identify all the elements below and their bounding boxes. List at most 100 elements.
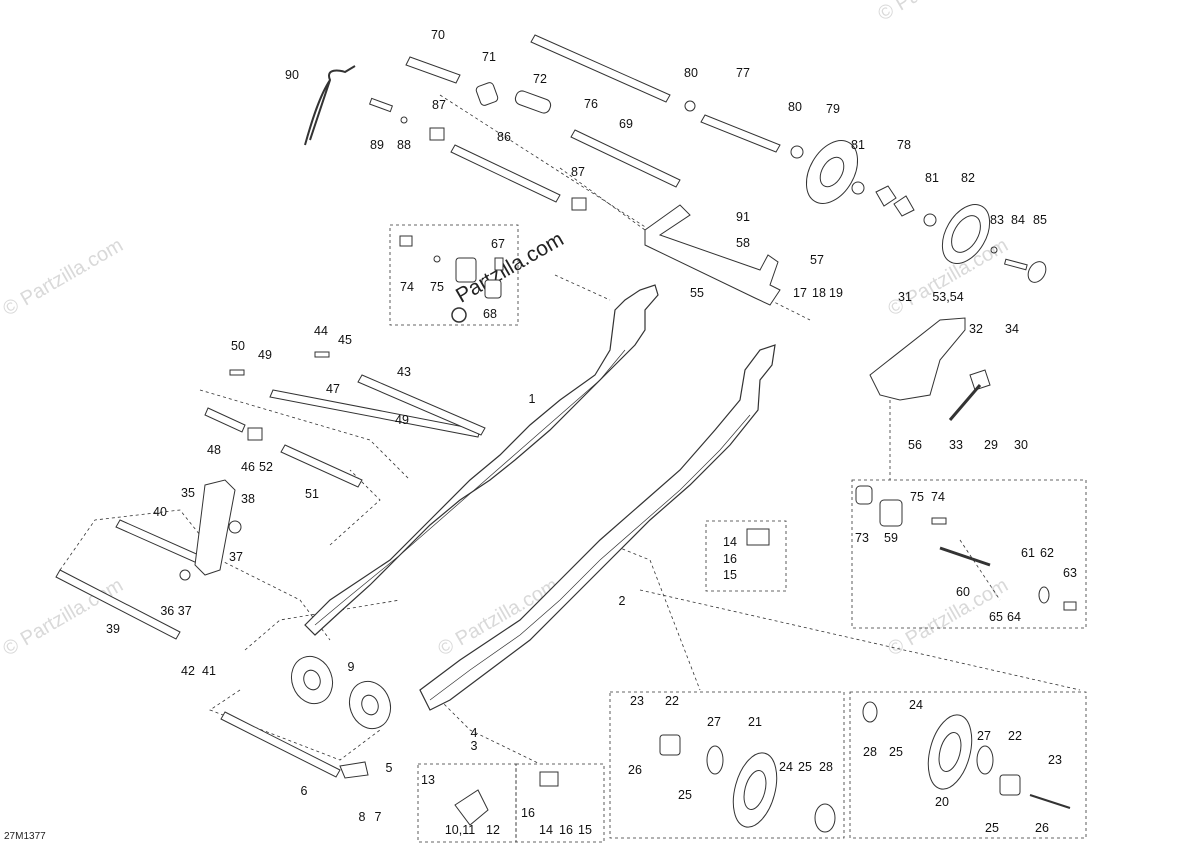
callout-40: 40 bbox=[153, 504, 167, 519]
callout-24: 24 bbox=[779, 759, 793, 774]
group-box-stopper bbox=[417, 763, 517, 843]
callout-59: 59 bbox=[884, 530, 898, 545]
callout-7: 7 bbox=[374, 809, 382, 824]
callout-29: 29 bbox=[984, 437, 998, 452]
group-box-slider-small bbox=[515, 763, 605, 843]
callout-12: 12 bbox=[486, 822, 500, 837]
callout-20: 20 bbox=[935, 794, 949, 809]
callout-77: 77 bbox=[736, 65, 750, 80]
callout-87: 87 bbox=[432, 97, 446, 112]
group-box-idler-right bbox=[849, 691, 1087, 839]
callout-85: 85 bbox=[1033, 212, 1047, 227]
callout-36-37: 36 37 bbox=[160, 605, 191, 618]
callout-1: 1 bbox=[528, 391, 536, 406]
callout-25: 25 bbox=[889, 744, 903, 759]
callout-39: 39 bbox=[106, 621, 120, 636]
callout-87: 87 bbox=[571, 164, 585, 179]
group-box-slider bbox=[705, 520, 787, 592]
callout-25: 25 bbox=[798, 759, 812, 774]
callout-84: 84 bbox=[1011, 212, 1025, 227]
callout-64: 64 bbox=[1007, 609, 1021, 624]
callout-9: 9 bbox=[347, 659, 355, 674]
callout-15: 15 bbox=[578, 822, 592, 837]
callout-26: 26 bbox=[1035, 820, 1049, 835]
callout-61: 61 bbox=[1021, 545, 1035, 560]
callout-43: 43 bbox=[397, 364, 411, 379]
callout-5: 5 bbox=[385, 760, 393, 775]
callout-15: 15 bbox=[723, 567, 737, 582]
callout-58: 58 bbox=[736, 235, 750, 250]
callout-34: 34 bbox=[1005, 321, 1019, 336]
callout-75: 75 bbox=[430, 279, 444, 294]
callout-70: 70 bbox=[431, 27, 445, 42]
callout-80: 80 bbox=[684, 65, 698, 80]
callout-81: 81 bbox=[851, 137, 865, 152]
callout-62: 62 bbox=[1040, 545, 1054, 560]
callout-37: 37 bbox=[229, 549, 243, 564]
callout-51: 51 bbox=[305, 486, 319, 501]
callout-69: 69 bbox=[619, 116, 633, 131]
callout-35: 35 bbox=[181, 485, 195, 500]
diagram-code: 27M1377 bbox=[4, 831, 46, 842]
callout-76: 76 bbox=[584, 96, 598, 111]
callout-28: 28 bbox=[819, 759, 833, 774]
callout-27: 27 bbox=[707, 714, 721, 729]
callout-82: 82 bbox=[961, 170, 975, 185]
callout-74: 74 bbox=[931, 489, 945, 504]
callout-21: 21 bbox=[748, 714, 762, 729]
callout-41: 41 bbox=[202, 663, 216, 678]
callout-3: 3 bbox=[470, 738, 478, 753]
callout-28: 28 bbox=[863, 744, 877, 759]
callout-4: 4 bbox=[470, 725, 478, 740]
callout-10-11: 10,11 bbox=[444, 822, 476, 837]
callout-42: 42 bbox=[181, 663, 195, 678]
callout-67: 67 bbox=[491, 236, 505, 251]
group-box-idler-left bbox=[609, 691, 845, 839]
callout-25: 25 bbox=[678, 787, 692, 802]
callout-23: 23 bbox=[630, 693, 644, 708]
callout-71: 71 bbox=[482, 49, 496, 64]
callout-27: 27 bbox=[977, 728, 991, 743]
callout-55: 55 bbox=[690, 285, 704, 300]
callout-32: 32 bbox=[969, 321, 983, 336]
callout-44: 44 bbox=[314, 323, 328, 338]
callout-60: 60 bbox=[956, 584, 970, 599]
callout-50: 50 bbox=[231, 338, 245, 353]
callout-65: 65 bbox=[989, 609, 1003, 624]
callout-86: 86 bbox=[497, 129, 511, 144]
callout-30: 30 bbox=[1014, 437, 1028, 452]
callout-72: 72 bbox=[533, 71, 547, 86]
callout-16: 16 bbox=[521, 805, 535, 820]
callout-36: 36 bbox=[160, 603, 178, 618]
callout-68: 68 bbox=[483, 306, 497, 321]
callout-49: 49 bbox=[395, 412, 409, 427]
callout-22: 22 bbox=[1008, 728, 1022, 743]
callout-8: 8 bbox=[358, 809, 366, 824]
callout-24: 24 bbox=[909, 697, 923, 712]
callout-78: 78 bbox=[897, 137, 911, 152]
callout-63: 63 bbox=[1063, 565, 1077, 580]
callout-74: 74 bbox=[400, 279, 414, 294]
callout-22: 22 bbox=[665, 693, 679, 708]
callout-81: 81 bbox=[925, 170, 939, 185]
callout-75: 75 bbox=[910, 489, 924, 504]
callout-16: 16 bbox=[723, 551, 737, 566]
callout-79: 79 bbox=[826, 101, 840, 116]
callout-16: 16 bbox=[559, 822, 573, 837]
callout-26: 26 bbox=[628, 762, 642, 777]
callout-33: 33 bbox=[949, 437, 963, 452]
callout-47: 47 bbox=[326, 381, 340, 396]
callout-57: 57 bbox=[810, 252, 824, 267]
callout-80: 80 bbox=[788, 99, 802, 114]
callout-88: 88 bbox=[397, 137, 411, 152]
callout-17: 17 bbox=[793, 285, 807, 300]
callout-46: 46 bbox=[241, 459, 255, 474]
callout-53-54: 53,54 bbox=[932, 289, 964, 304]
callout-89: 89 bbox=[370, 137, 384, 152]
callout-6: 6 bbox=[300, 783, 308, 798]
callout-38: 38 bbox=[241, 491, 255, 506]
callout-45: 45 bbox=[338, 332, 352, 347]
callout-83: 83 bbox=[990, 212, 1004, 227]
